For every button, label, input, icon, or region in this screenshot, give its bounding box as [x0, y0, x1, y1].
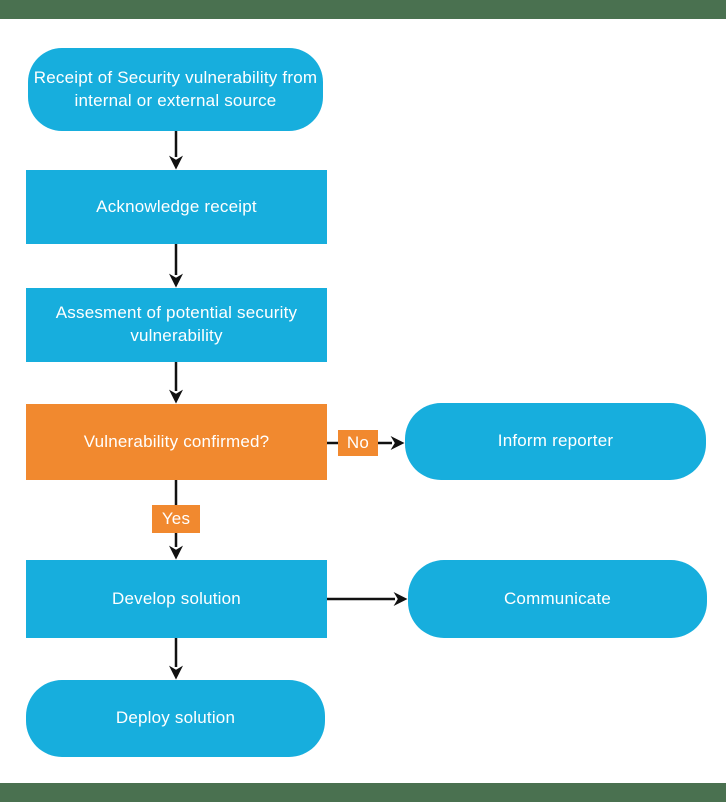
branch-label-yes-text: Yes: [161, 509, 191, 528]
node-develop-solution: Develop solution: [26, 560, 327, 638]
branch-label-no-text: No: [346, 433, 370, 452]
node-confirmed-decision: Vulnerability confirmed?: [26, 404, 327, 480]
node-inform-reporter: Inform reporter: [405, 403, 706, 480]
node-confirmed-label: Vulnerability confirmed?: [83, 431, 270, 451]
top-bar: [0, 0, 726, 19]
node-deploy-label: Deploy solution: [115, 708, 236, 728]
node-develop-label: Develop solution: [112, 588, 241, 608]
node-inform-label: Inform reporter: [497, 431, 614, 451]
branch-label-yes: Yes: [152, 505, 200, 533]
branch-label-no: No: [338, 430, 378, 456]
node-assessment-label: Assesment of potential security vulnerab…: [55, 303, 298, 345]
node-acknowledge-label: Acknowledge receipt: [96, 196, 257, 216]
bottom-bar: [0, 783, 726, 802]
node-receipt-label: Receipt of Security vulnerability from i…: [33, 67, 318, 110]
node-receipt: Receipt of Security vulnerability from i…: [28, 48, 323, 131]
node-assessment: Assesment of potential security vulnerab…: [26, 288, 327, 362]
node-communicate-label: Communicate: [503, 588, 612, 608]
node-acknowledge: Acknowledge receipt: [26, 170, 327, 244]
node-communicate: Communicate: [408, 560, 707, 638]
node-deploy-solution: Deploy solution: [26, 680, 325, 757]
